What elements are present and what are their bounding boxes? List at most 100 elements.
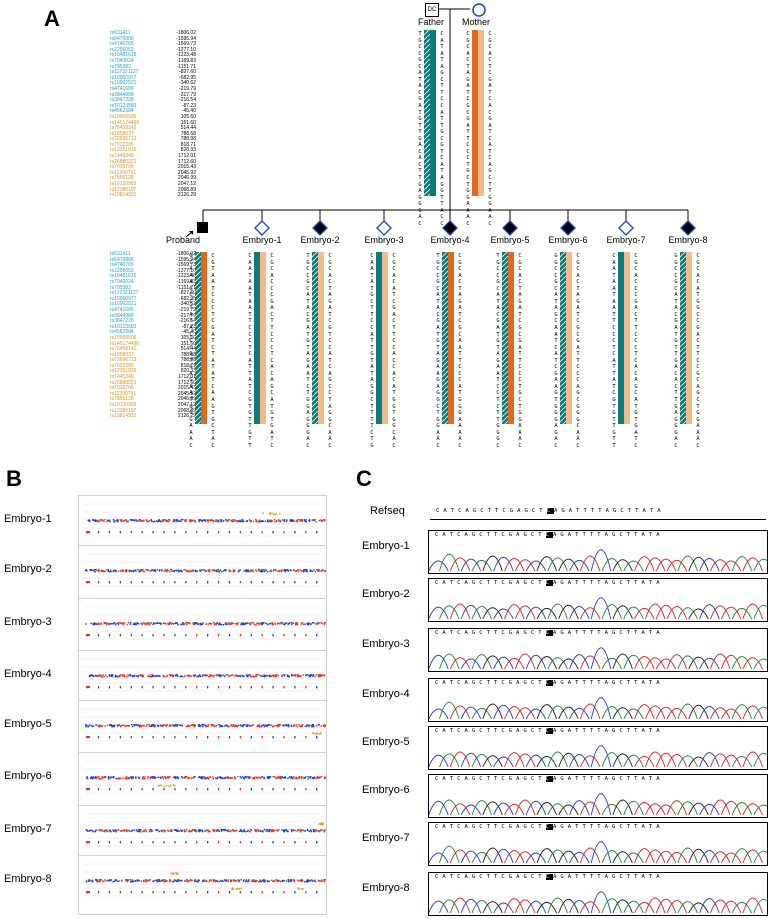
sanger-base: T (575, 824, 583, 830)
sanger-base: G (523, 580, 531, 586)
sanger-base: T (648, 680, 657, 686)
sanger-base: G (508, 874, 517, 880)
sanger-base: C (435, 874, 443, 880)
chromatogram (429, 745, 767, 768)
snp-id: rs11399791 (110, 390, 137, 397)
panel-label-b: B (6, 466, 22, 491)
snp-row: rs10123583-87.23 (110, 103, 196, 110)
sanger-base: C (435, 680, 443, 686)
sanger-base: T (575, 874, 583, 880)
chromatogram (429, 647, 767, 670)
embryo-symbol-2 (312, 220, 328, 236)
sanger-base: T (449, 580, 458, 586)
sanger-trace-4: CATCAGCTTCGAGCTCAGATTTTAGCTTATA (428, 678, 768, 722)
sanger-label-6: Embryo-6 (362, 784, 410, 796)
embryo-5-hap-haplotype-1 (502, 252, 509, 424)
sanger-base: G (471, 728, 480, 734)
mother-label: Mother (462, 17, 491, 27)
snp-id: rs26880221 (110, 379, 137, 386)
sanger-base: C (501, 776, 509, 782)
father-hap-haplotype-2 (430, 30, 436, 196)
sanger-base: A (567, 874, 576, 880)
snp-id: rs117321127 (110, 69, 139, 76)
sanger-base: C (545, 580, 553, 586)
sanger-base: C (501, 680, 509, 686)
snp-position: -45.40 (181, 108, 196, 115)
sanger-base: G (471, 874, 480, 880)
sanger-base: A (641, 630, 649, 636)
sanger-base: T (449, 630, 458, 636)
sanger-base: A (516, 680, 524, 686)
sanger-base: C (479, 874, 487, 880)
sanger-base: C (457, 728, 465, 734)
sanger-base: C (457, 630, 465, 636)
embryo-6-hap-alleles-right: CGCACTAGATCGCGATTCCCAGCGGGCAAC (576, 253, 580, 449)
snp-id: rs10969506 (110, 113, 137, 120)
sanger-base: G (612, 824, 620, 830)
sanger-base: T (494, 776, 502, 782)
snp-position: 514.44 (180, 346, 196, 353)
snp-id: rs10481615 (110, 273, 137, 280)
embryo-3-hap-alleles-right: CGCACATCGACTTCCACCACATGGTGGCAC (392, 253, 396, 449)
snp-id: rs2296052 (110, 267, 134, 274)
snp-id: rs7032385 (110, 362, 134, 369)
snp-position: 1712.60 (177, 379, 196, 386)
embryo-1-hap-alleles-left: CAATAATAATTCCCTCATTATCGTGTTGTT (248, 253, 252, 449)
snp-row: rs4562384-45.40 (110, 109, 196, 115)
snp-position: 1712.01 (177, 374, 196, 381)
sanger-base: G (560, 680, 568, 686)
sanger-base: T (597, 680, 605, 686)
sanger-base: A (553, 728, 561, 734)
refseq-base: T (635, 508, 643, 514)
sanger-base: G (523, 776, 531, 782)
sanger-base: G (560, 532, 568, 538)
snp-row: rs7040024-1169.83 (110, 58, 196, 65)
refseq-base: C (458, 508, 466, 514)
sanger-base: A (464, 680, 472, 686)
refseq-base: T (590, 508, 599, 514)
embryo-label-4: Embryo-4 (430, 235, 470, 245)
refseq-base: C (620, 508, 628, 514)
cnv-scatter (83, 606, 326, 640)
sanger-label-1: Embryo-1 (362, 540, 410, 552)
sanger-base: T (597, 824, 605, 830)
snp-row: rs795383-1151.71 (110, 64, 196, 71)
snp-position: -340.62 (179, 301, 196, 308)
sanger-base: A (567, 728, 576, 734)
sanger-label-4: Embryo-4 (362, 688, 410, 700)
cnv-plot (78, 855, 327, 915)
sanger-base: G (612, 630, 620, 636)
sanger-base: A (604, 728, 612, 734)
refseq-base: G (472, 508, 481, 514)
cnv-row-2: Embryo-2 (0, 545, 330, 607)
snp-position: 1712.60 (177, 158, 196, 165)
embryo-7-hap-alleles-left: CAATAATAATTCCCTCATTATCGTGTTGTT (612, 253, 616, 449)
snp-position: 2015.43 (177, 164, 196, 171)
embryo-1-hap-haplotype-2 (260, 252, 266, 424)
snp-row: rs631411-1806.02 (110, 251, 196, 258)
snp-id: rs2296052 (110, 46, 134, 53)
sanger-base: C (545, 532, 553, 538)
embryo-label-5: Embryo-5 (490, 235, 530, 245)
sanger-base: G (508, 776, 517, 782)
sanger-base: T (634, 728, 642, 734)
sanger-base: T (582, 824, 590, 830)
chromatogram (429, 793, 767, 816)
proband-label: Proband (166, 235, 201, 245)
snp-id: rs4740765 (110, 262, 134, 269)
sanger-base: T (449, 824, 458, 830)
sanger-base: A (656, 874, 664, 880)
sanger-base: A (464, 532, 472, 538)
snp-id: rs795383 (110, 284, 131, 291)
snp-row: rs4740765-1569.73 (110, 42, 196, 48)
embryo-3-hap-alleles-left: CAATATGCTTCCATTGTATAGGCTTTTCTG (370, 253, 374, 449)
cnv-scatter (83, 708, 326, 742)
snp-row: rs795383-1151.71 (110, 284, 196, 292)
sanger-base: A (641, 776, 649, 782)
snp-id: rs6476806 (110, 256, 134, 263)
cnv-row-3: Embryo-3 (0, 598, 330, 660)
